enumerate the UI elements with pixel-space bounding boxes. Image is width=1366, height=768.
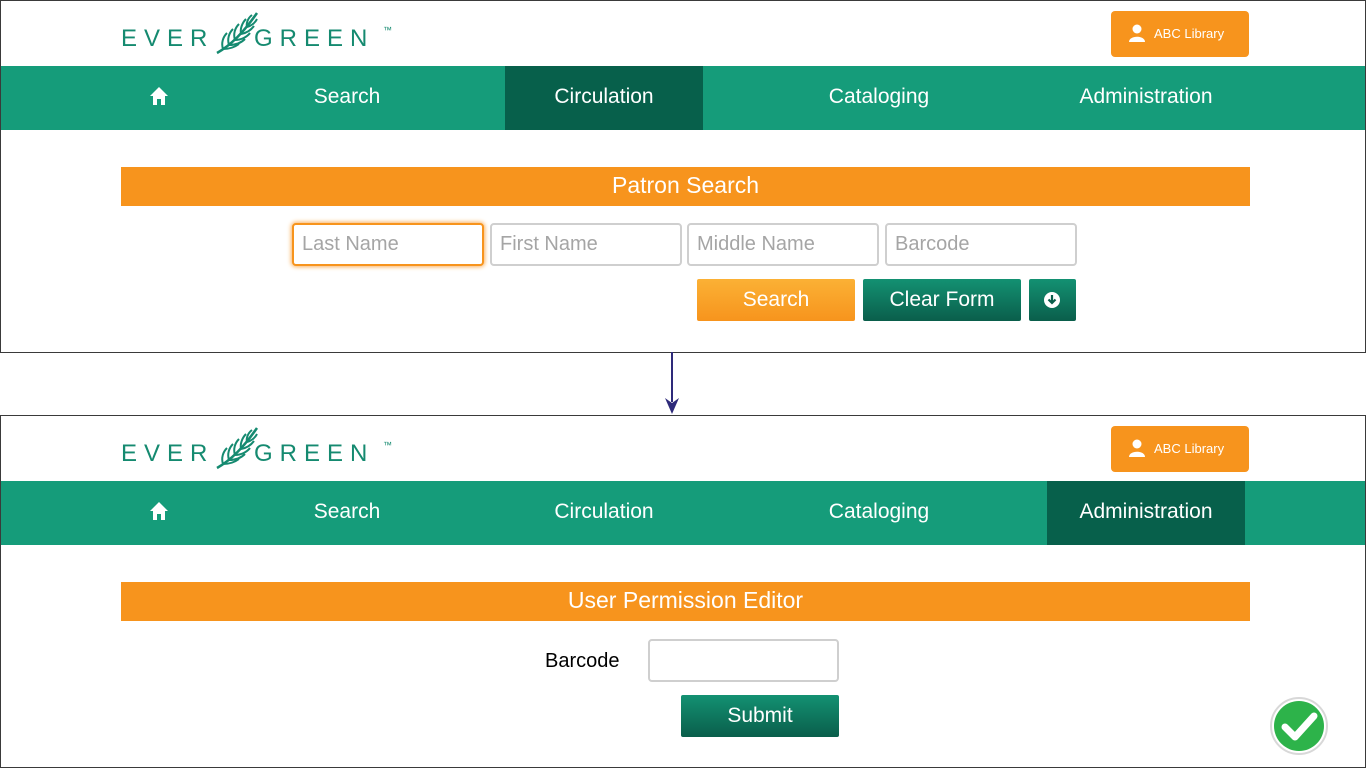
submit-button[interactable]: Submit bbox=[681, 695, 839, 737]
nav-administration[interactable]: Administration bbox=[1047, 481, 1245, 545]
library-user-label: ABC Library bbox=[1154, 441, 1225, 456]
logo-text-green: GREEN bbox=[254, 440, 375, 467]
page-title: User Permission Editor bbox=[121, 582, 1250, 621]
nav-cataloging[interactable]: Cataloging bbox=[828, 500, 930, 523]
logo-trademark: ™ bbox=[383, 25, 392, 35]
nav-cataloging[interactable]: Cataloging bbox=[828, 85, 930, 108]
flow-arrow-icon bbox=[665, 352, 679, 414]
barcode-label: Barcode bbox=[545, 650, 620, 672]
nav-home[interactable] bbox=[131, 481, 187, 545]
barcode-input[interactable] bbox=[648, 639, 839, 682]
fern-logo-icon bbox=[216, 12, 259, 55]
home-icon bbox=[150, 87, 168, 105]
fern-logo-icon bbox=[216, 427, 259, 470]
user-icon bbox=[1129, 24, 1145, 42]
library-user-button[interactable]: ABC Library bbox=[1111, 426, 1249, 472]
nav-circulation[interactable]: Circulation bbox=[505, 66, 703, 130]
user-icon bbox=[1129, 439, 1145, 457]
evergreen-logo: EVER GREEN ™ bbox=[119, 424, 409, 474]
middle-name-input[interactable] bbox=[687, 223, 879, 266]
evergreen-logo: EVER GREEN ™ bbox=[119, 9, 409, 59]
main-navbar: Search Circulation Cataloging Administra… bbox=[1, 481, 1365, 545]
library-user-button[interactable]: ABC Library bbox=[1111, 11, 1249, 57]
logo-trademark: ™ bbox=[383, 440, 392, 450]
home-icon bbox=[150, 502, 168, 520]
nav-search[interactable]: Search bbox=[313, 85, 381, 108]
nav-search[interactable]: Search bbox=[313, 500, 381, 523]
patron-search-screen: EVER GREEN ™ ABC Library Search Circulat… bbox=[0, 0, 1366, 353]
expand-options-button[interactable] bbox=[1029, 279, 1076, 321]
library-user-label: ABC Library bbox=[1154, 26, 1225, 41]
last-name-input[interactable] bbox=[292, 223, 484, 266]
search-button[interactable]: Search bbox=[697, 279, 855, 321]
logo-text-ever: EVER bbox=[121, 25, 215, 52]
logo-text-ever: EVER bbox=[121, 440, 215, 467]
nav-circulation[interactable]: Circulation bbox=[554, 500, 654, 523]
barcode-input[interactable] bbox=[885, 223, 1077, 266]
checkmark-icon bbox=[1270, 697, 1328, 755]
main-navbar: Search Circulation Cataloging Administra… bbox=[1, 66, 1365, 130]
nav-home[interactable] bbox=[131, 66, 187, 130]
first-name-input[interactable] bbox=[490, 223, 682, 266]
logo-text-green: GREEN bbox=[254, 25, 375, 52]
user-permission-editor-screen: EVER GREEN ™ ABC Library Search Circulat… bbox=[0, 415, 1366, 768]
circle-arrow-down-icon bbox=[1044, 292, 1060, 308]
page-title: Patron Search bbox=[121, 167, 1250, 206]
nav-administration[interactable]: Administration bbox=[1079, 85, 1213, 108]
clear-form-button[interactable]: Clear Form bbox=[863, 279, 1021, 321]
